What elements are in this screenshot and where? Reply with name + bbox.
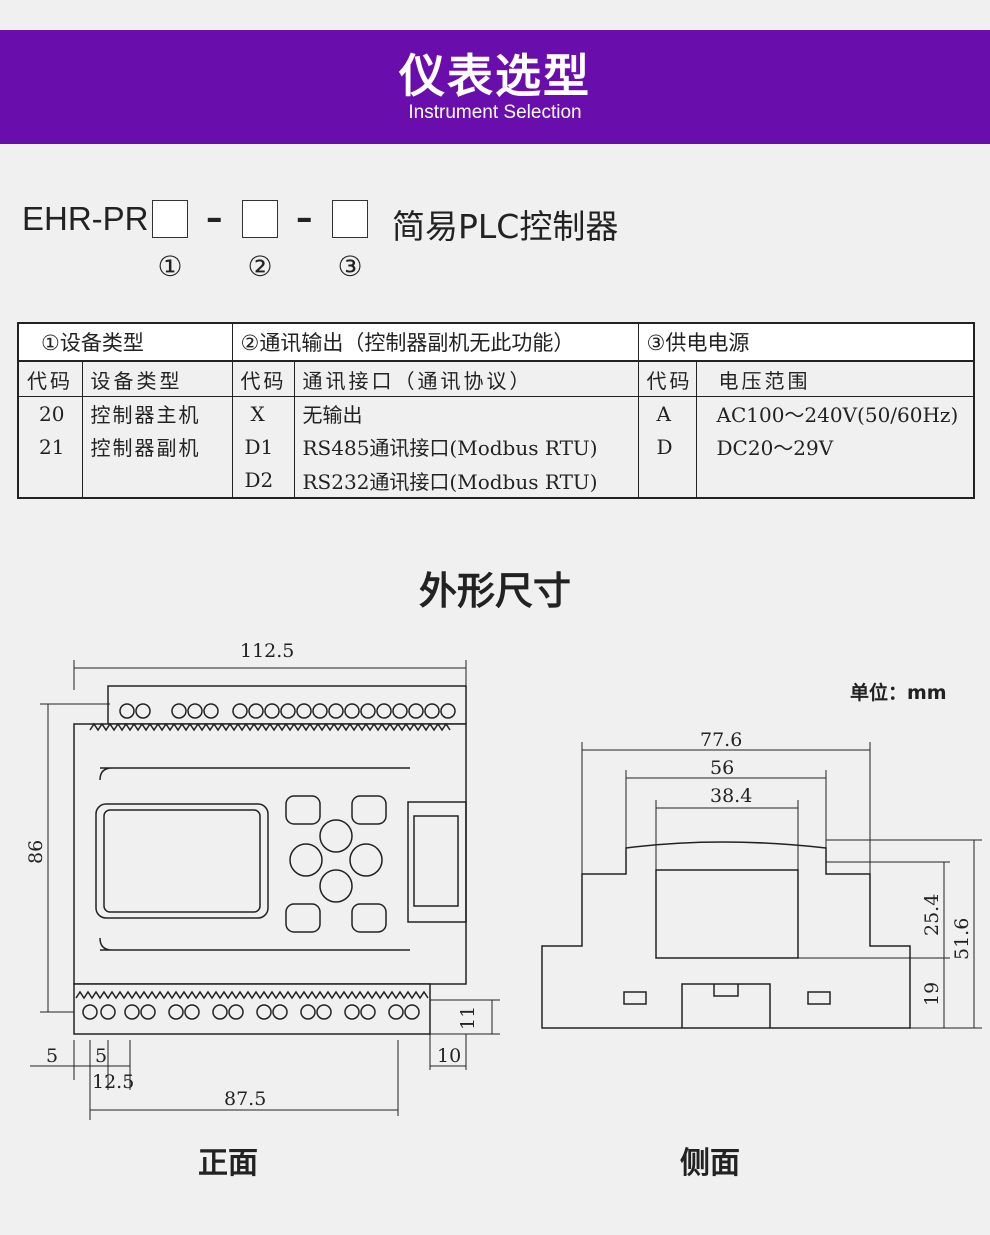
terminal-screw xyxy=(344,703,360,719)
terminal-screw xyxy=(124,1004,140,1020)
terminal-screw xyxy=(328,703,344,719)
model-name: 简易PLC控制器 xyxy=(392,207,619,246)
terminal-screw xyxy=(232,703,248,719)
unit-label: 单位：mm xyxy=(850,682,947,704)
dim-side-mid: 56 xyxy=(710,757,734,779)
section-comm-output: ②通讯输出（控制器副机无此功能） xyxy=(231,323,638,362)
power-range: AC100～240V(50/60Hz) xyxy=(695,396,974,430)
banner-title: 仪表选型 xyxy=(399,49,591,103)
terminal-screw xyxy=(256,1004,272,1020)
dim-bottom-height: 11 xyxy=(457,1006,479,1030)
dim-side-base: 19 xyxy=(921,982,943,1006)
terminal-screw xyxy=(296,703,312,719)
terminal-screw xyxy=(344,1004,360,1020)
terminal-screw xyxy=(312,703,328,719)
dim-side-width: 77.6 xyxy=(700,729,742,751)
header-banner: 仪表选型 Instrument Selection xyxy=(0,30,990,144)
dim-side-upper: 25.4 xyxy=(921,894,943,936)
terminal-screw xyxy=(404,1004,420,1020)
terminal-screw xyxy=(408,703,424,719)
comm-name: RS485通讯接口(Modbus RTU) xyxy=(293,430,638,463)
comm-code: D2 xyxy=(231,463,294,498)
dim-right-offset: 10 xyxy=(437,1045,461,1067)
device-code: 21 xyxy=(39,434,65,459)
terminal-screw xyxy=(119,703,135,719)
header-code: 代码 xyxy=(231,361,294,397)
dash-1: – xyxy=(206,198,223,237)
terminal-screw xyxy=(100,1004,116,1020)
terminal-screw xyxy=(135,703,151,719)
dimensions-title: 外形尺寸 xyxy=(418,569,571,613)
power-code: D xyxy=(637,430,696,463)
terminal-screw xyxy=(228,1004,244,1020)
banner-subtitle: Instrument Selection xyxy=(408,102,582,123)
terminal-screw xyxy=(203,703,219,719)
header-device-type: 设备类型 xyxy=(81,361,232,397)
terminal-screw xyxy=(272,1004,288,1020)
section-device-type: ①设备类型 xyxy=(18,323,232,362)
side-view-drawing: 77.6 56 38.4 25.4 51.6 19 xyxy=(541,729,982,1029)
power-range: DC20～29V xyxy=(695,430,974,463)
dim-front-width: 112.5 xyxy=(240,640,294,662)
device-code: 20 xyxy=(39,401,65,426)
terminal-screw xyxy=(248,703,264,719)
terminal-screw xyxy=(168,1004,184,1020)
terminal-screw xyxy=(392,703,408,719)
comm-code: X xyxy=(231,396,294,430)
terminal-screw xyxy=(264,703,280,719)
comm-code: D1 xyxy=(231,430,294,463)
terminal-screw xyxy=(376,703,392,719)
marker-2: ② xyxy=(247,250,273,283)
code-box-1 xyxy=(152,200,188,238)
terminal-screw xyxy=(300,1004,316,1020)
front-view-drawing: 112.5 86 11 5 5 12.5 87.5 10 xyxy=(25,640,500,1120)
dim-side-inner: 38.4 xyxy=(710,785,752,807)
dim-left-margin: 5 xyxy=(46,1045,58,1067)
header-voltage: 电压范围 xyxy=(695,361,974,397)
table-row: 21 控制器副机 D1 RS485通讯接口(Modbus RTU) D DC20… xyxy=(18,430,974,463)
front-caption: 正面 xyxy=(198,1146,258,1181)
terminal-screw xyxy=(388,1004,404,1020)
side-caption: 侧面 xyxy=(680,1146,740,1181)
header-code: 代码 xyxy=(637,361,696,397)
code-box-3 xyxy=(332,200,368,238)
comm-name: RS232通讯接口(Modbus RTU) xyxy=(293,463,638,498)
dim-pitch-offset: 12.5 xyxy=(92,1071,134,1093)
terminal-screw xyxy=(316,1004,332,1020)
terminal-screw xyxy=(440,703,456,719)
code-box-2 xyxy=(242,200,278,238)
model-prefix: EHR-PR xyxy=(22,200,149,237)
marker-1: ① xyxy=(157,250,183,283)
table-row: D2 RS232通讯接口(Modbus RTU) xyxy=(18,463,974,498)
terminal-screw xyxy=(424,703,440,719)
marker-3: ③ xyxy=(337,250,363,283)
terminal-screw xyxy=(360,703,376,719)
section-power: ③供电电源 xyxy=(637,323,974,362)
device-name: 控制器副机 xyxy=(81,430,232,463)
dash-2: – xyxy=(296,198,313,237)
terminal-screw xyxy=(212,1004,228,1020)
comm-name: 无输出 xyxy=(293,396,638,430)
terminal-screw xyxy=(140,1004,156,1020)
header-code: 代码 xyxy=(18,361,82,397)
power-code: A xyxy=(637,396,696,430)
dim-side-total: 51.6 xyxy=(951,918,973,960)
table-row: 20 控制器主机 X 无输出 A AC100～240V(50/60Hz) xyxy=(18,396,974,430)
terminal-screw xyxy=(184,1004,200,1020)
terminal-screw xyxy=(82,1004,98,1020)
dim-pitch: 5 xyxy=(95,1045,107,1067)
dim-span: 87.5 xyxy=(224,1088,266,1110)
header-comm-interface: 通讯接口（通讯协议） xyxy=(293,361,638,397)
device-name: 控制器主机 xyxy=(81,396,232,430)
terminal-screw xyxy=(280,703,296,719)
terminal-screw xyxy=(171,703,187,719)
terminal-screw xyxy=(360,1004,376,1020)
dim-front-height: 86 xyxy=(25,840,47,864)
selection-table: ①设备类型 ②通讯输出（控制器副机无此功能） ③供电电源 代码 设备类型 代码 … xyxy=(17,322,975,499)
terminal-screw xyxy=(187,703,203,719)
